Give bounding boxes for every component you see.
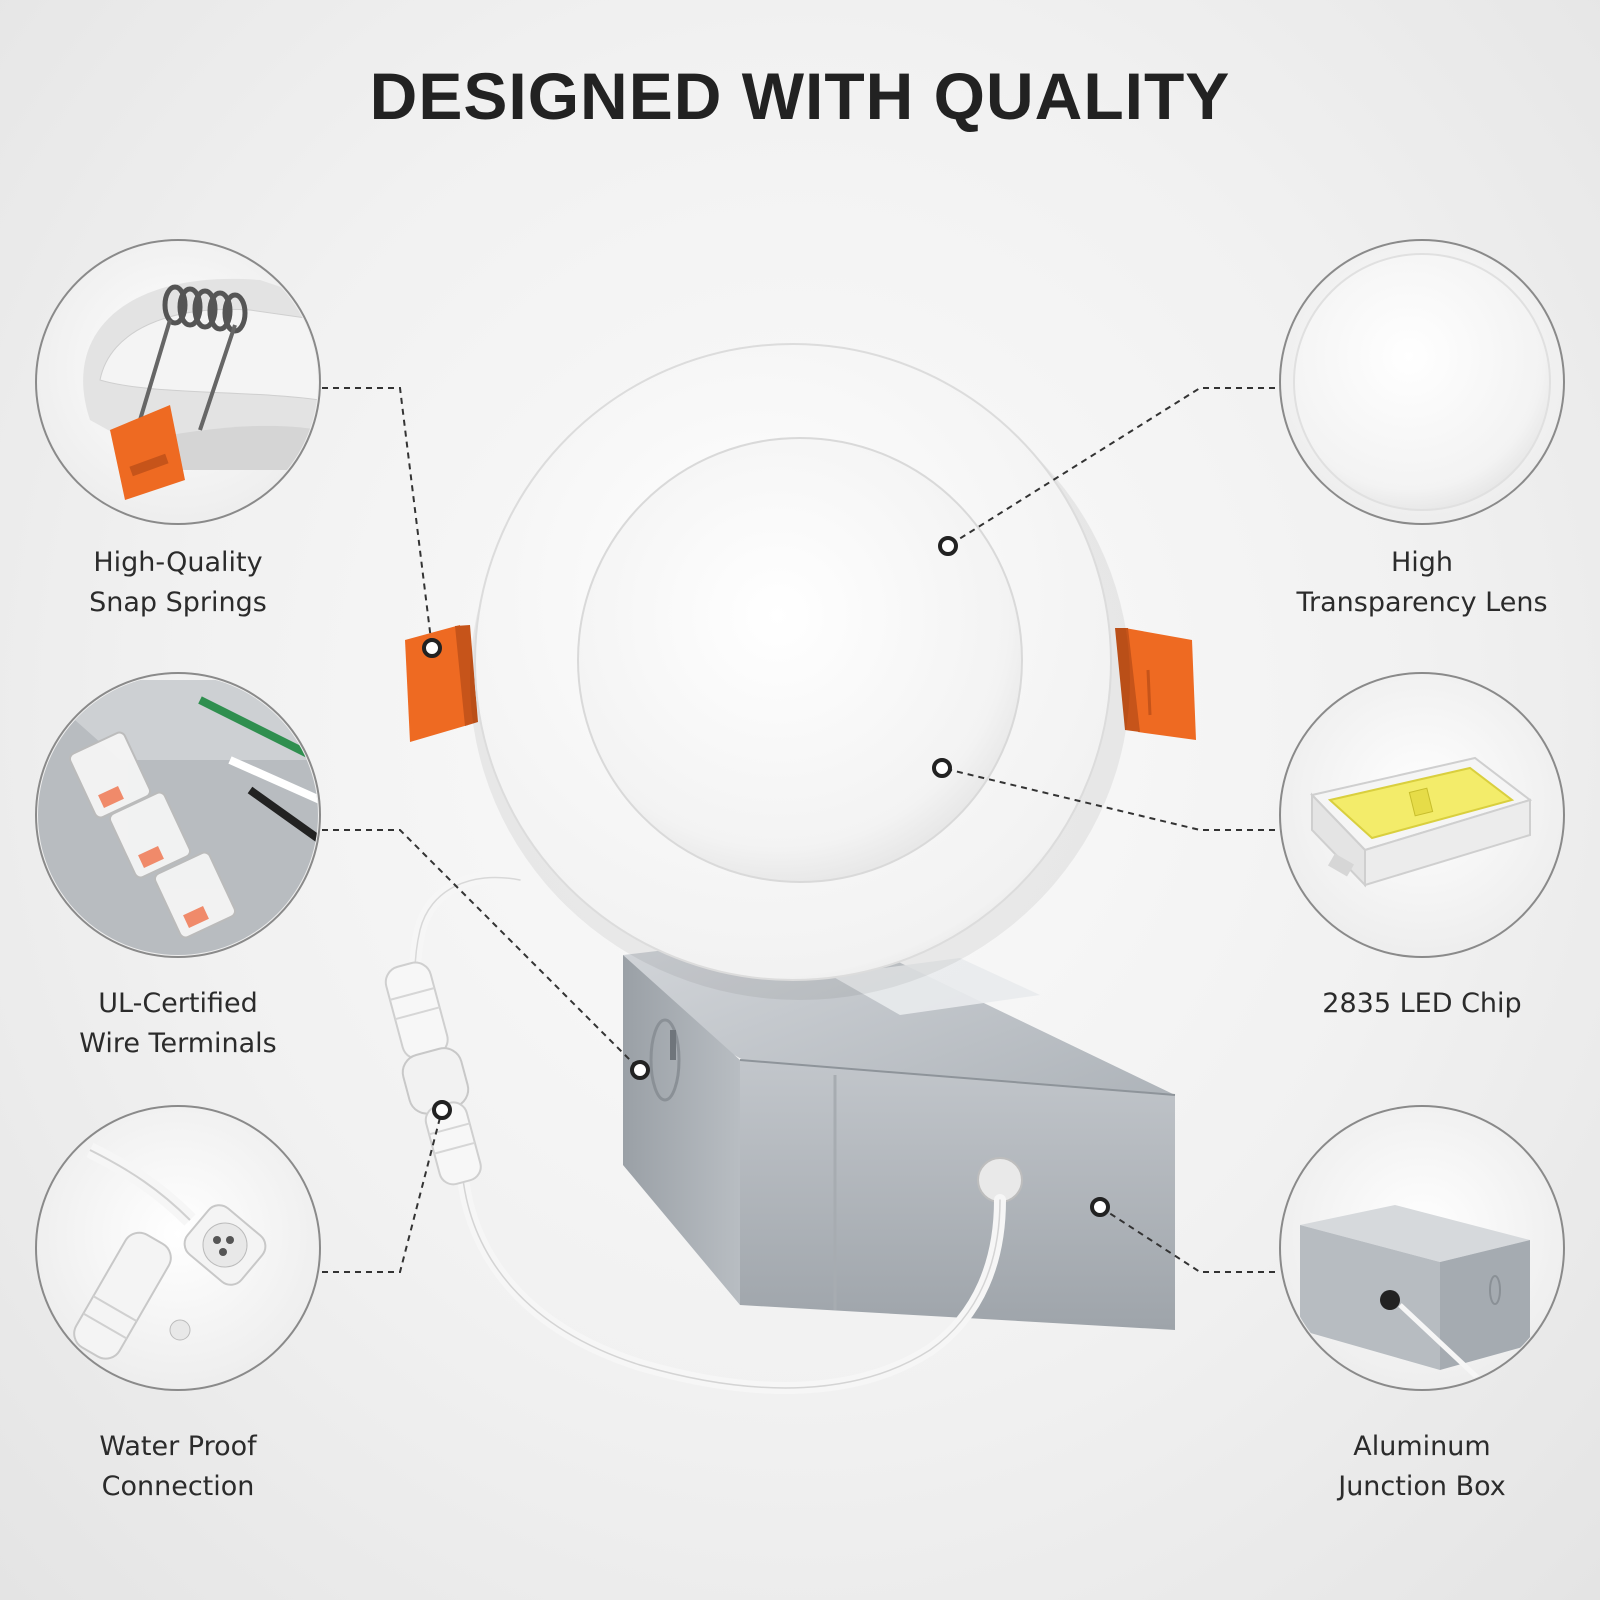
- callout-wire-terminals: UL-Certified Wire Terminals: [28, 984, 328, 1064]
- callout-snap-springs-line2: Snap Springs: [89, 587, 267, 618]
- snap-spring-clip-left: [405, 625, 478, 742]
- bubble-led-chip: [1279, 672, 1565, 958]
- callout-waterproof-line2: Connection: [101, 1471, 255, 1502]
- snap-spring-clip-right: [1115, 628, 1196, 740]
- callout-waterproof-line1: Water Proof: [99, 1431, 257, 1462]
- bubble-wire-terminals: [35, 672, 321, 958]
- bubble-waterproof: [35, 1105, 321, 1391]
- bubble-snap-springs: [35, 239, 321, 525]
- callout-wire-terminals-line1: UL-Certified: [98, 988, 258, 1019]
- callout-lines: [322, 387, 1275, 1273]
- callout-led-chip: 2835 LED Chip: [1272, 984, 1572, 1024]
- bubble-lens: [1279, 239, 1565, 525]
- callout-lens-line1: High: [1390, 547, 1454, 578]
- callout-lens: High Transparency Lens: [1272, 543, 1572, 623]
- downlight-fixture: [405, 343, 1196, 1000]
- junction-box: [623, 930, 1176, 1330]
- callout-waterproof: Water Proof Connection: [28, 1427, 328, 1507]
- callout-snap-springs-line1: High-Quality: [93, 547, 263, 578]
- callout-junction-box: Aluminum Junction Box: [1272, 1427, 1572, 1507]
- waterproof-connector: [384, 961, 482, 1186]
- bubble-junction-box: [1279, 1105, 1565, 1391]
- page-title: DESIGNED WITH QUALITY: [369, 59, 1231, 133]
- callout-junction-box-line1: Aluminum: [1353, 1431, 1491, 1462]
- callout-dots: [422, 536, 1110, 1217]
- callout-led-chip-line1: 2835 LED Chip: [1322, 988, 1522, 1019]
- callout-wire-terminals-line2: Wire Terminals: [79, 1028, 277, 1059]
- callout-junction-box-line2: Junction Box: [1338, 1471, 1506, 1502]
- callout-lens-line2: Transparency Lens: [1296, 587, 1548, 618]
- callout-snap-springs: High-Quality Snap Springs: [28, 543, 328, 623]
